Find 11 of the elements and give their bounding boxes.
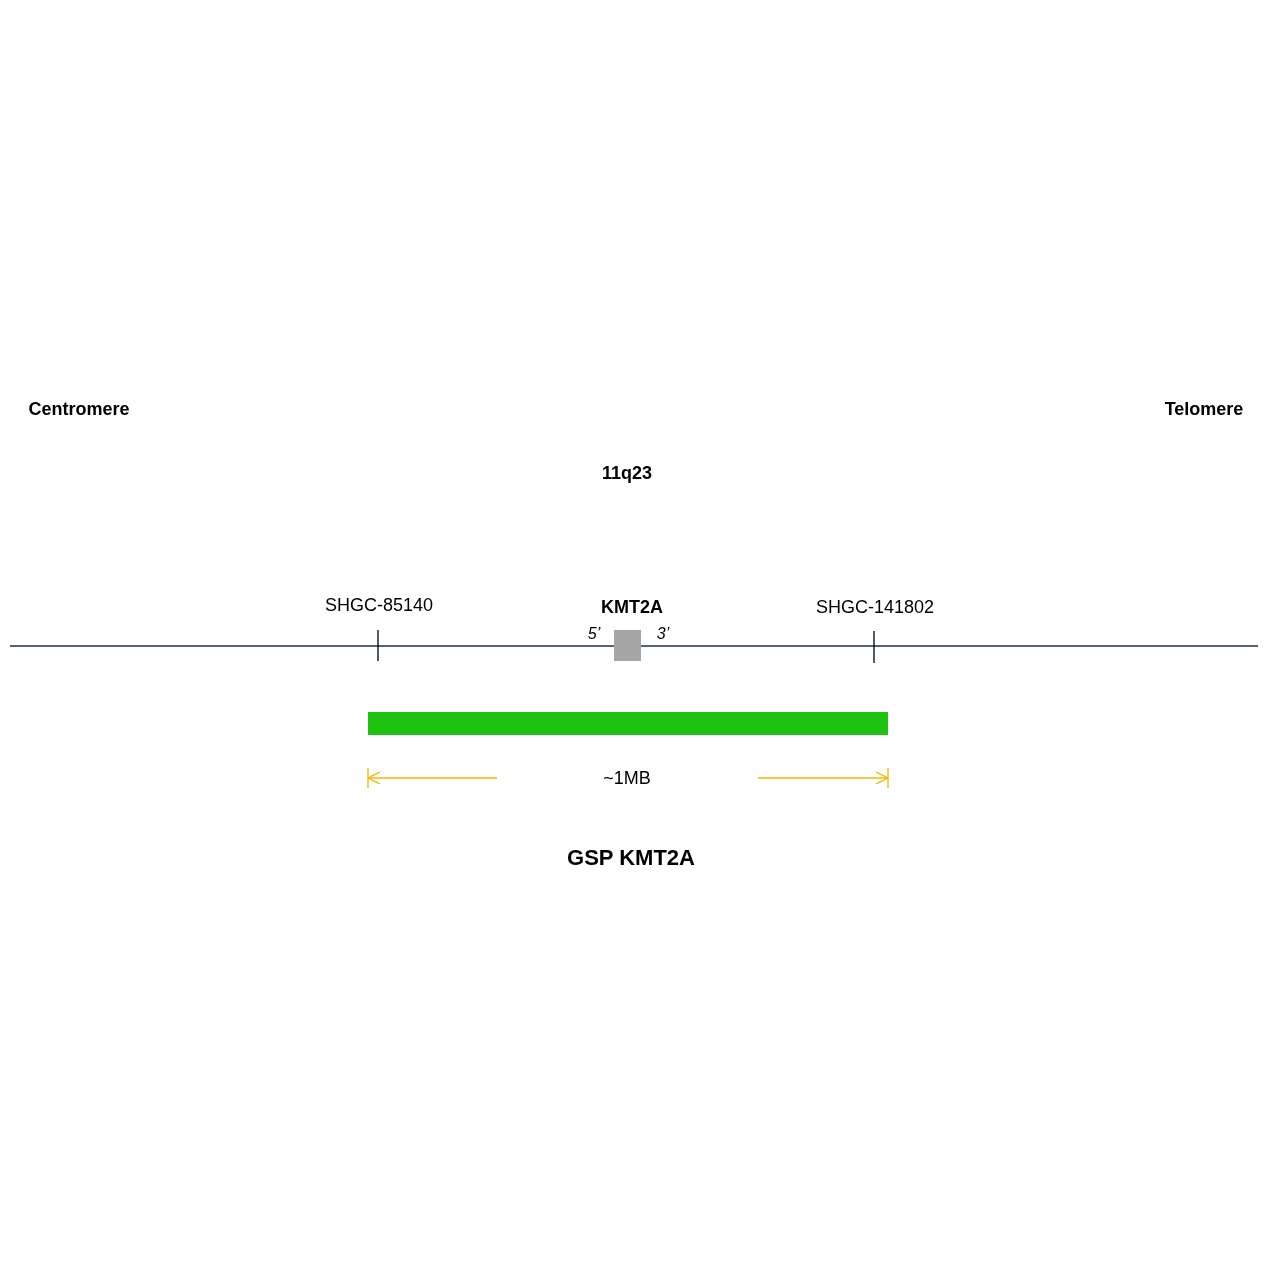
size-label: ~1MB [603,767,651,789]
band-label: 11q23 [602,462,652,484]
gene-label: KMT2A [601,596,663,618]
end-label: 3’ [656,625,670,643]
probe-title: GSP KMT2A [567,845,695,871]
marker-label: SHGC-85140 [324,594,434,616]
end-label: 5’ [587,625,601,643]
region-label: Centromere [28,398,130,420]
region-label: Telomere [1164,398,1244,420]
probe-bar [368,712,888,735]
marker-label: SHGC-141802 [815,596,935,618]
